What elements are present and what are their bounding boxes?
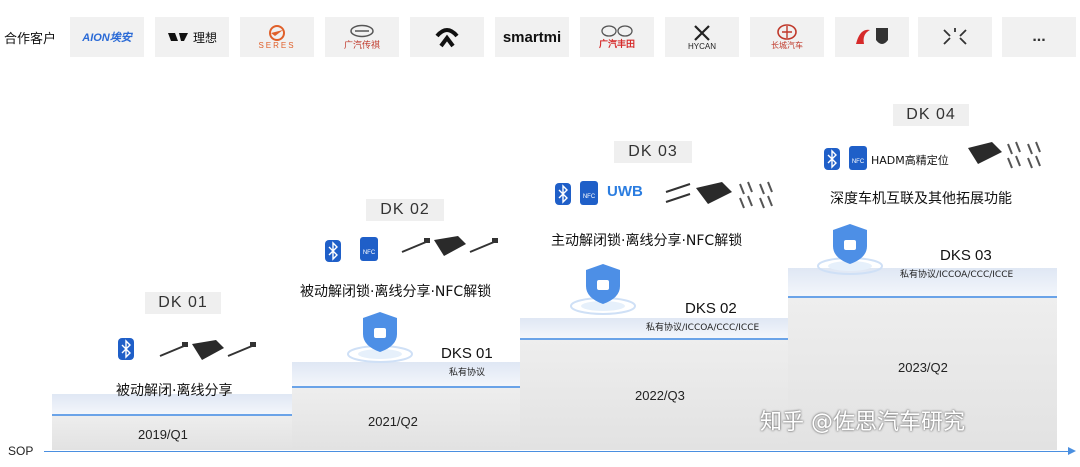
logo-greatwall: 长城汽车	[750, 17, 824, 57]
stage-2-dks: DKS 01	[441, 345, 493, 362]
stage-4-dk-label: DK 04	[893, 104, 969, 126]
stage-3-dk-label: DK 03	[614, 141, 692, 163]
logo-smartmi: smartmi	[495, 17, 569, 57]
stage-2-date: 2021/Q2	[368, 414, 418, 429]
stage-1-date: 2019/Q1	[138, 427, 188, 442]
step-2-top	[292, 362, 520, 386]
nfc-icon: NFC	[849, 146, 867, 170]
stage-3-date: 2022/Q3	[635, 388, 685, 403]
logo-nio	[410, 17, 484, 57]
bluetooth-icon	[824, 148, 840, 170]
uwb-logo-icon: UWB	[607, 183, 643, 200]
gac-toyota-mark-icon	[601, 24, 633, 37]
logo-more-text: ...	[1032, 28, 1046, 45]
logo-hycan: HYCAN	[665, 17, 739, 57]
customers-label: 合作客户	[4, 32, 57, 47]
stage-2-dk-label: DK 02	[366, 199, 444, 221]
logo-hongqi	[835, 17, 909, 57]
seres-mark-icon	[269, 24, 285, 41]
shield-key-icon	[570, 264, 636, 315]
stage-1-dk-label: DK 01	[145, 292, 221, 314]
stage-3-feature: 主动解闭锁·离线分享·NFC解锁	[551, 233, 743, 249]
stage-3-dks: DKS 02	[685, 300, 737, 317]
greatwall-mark-icon	[777, 23, 797, 40]
sop-label: SOP	[8, 444, 34, 458]
stage-3-dks-sub: 私有协议/ICCOA/CCC/ICCE	[646, 323, 760, 333]
stage-4-dks: DKS 03	[940, 247, 992, 264]
stage-1-feature: 被动解闭·离线分享	[116, 383, 233, 399]
nfc-icon: NFC	[580, 181, 598, 205]
hycan-mark-icon	[694, 24, 710, 41]
logo-more: ...	[1002, 17, 1076, 57]
car-key-device-icon	[159, 340, 256, 360]
nio-mark-icon	[435, 28, 459, 48]
step-4-edge	[788, 296, 1057, 298]
car-key-device-icon	[968, 141, 1041, 169]
logo-aion-text: AION埃安	[82, 32, 132, 44]
bluetooth-icon	[325, 240, 341, 262]
xpeng-mark-icon	[943, 28, 967, 45]
timeline-arrow-icon	[1068, 447, 1076, 455]
logo-seres: SERES	[240, 17, 314, 57]
step-3-top	[520, 318, 788, 338]
logo-aion: AION埃安	[70, 17, 144, 57]
step-4	[788, 296, 1057, 450]
car-key-device-icon	[401, 236, 498, 256]
logo-smartmi-text: smartmi	[502, 28, 562, 46]
logo-hycan-text: HYCAN	[687, 41, 716, 51]
step-1-top	[52, 394, 292, 414]
stage-4-dks-sub: 私有协议/ICCOA/CCC/ICCE	[900, 270, 1014, 280]
stage-2-feature: 被动解闭锁·离线分享·NFC解锁	[300, 284, 492, 300]
timeline-axis	[44, 451, 1074, 452]
step-3-edge	[520, 338, 788, 340]
logo-xpeng	[918, 17, 992, 57]
step-1-edge	[52, 414, 292, 416]
logo-trumpchi: 广汽传祺	[325, 17, 399, 57]
stage-4-date: 2023/Q2	[898, 360, 948, 375]
nfc-icon: NFC	[360, 237, 378, 261]
stage-2-dks-sub: 私有协议	[449, 368, 486, 378]
logo-trumpchi-text: 广汽传祺	[343, 39, 380, 50]
hongqi-mark-icon	[856, 28, 888, 44]
logo-greatwall-text: 长城汽车	[771, 40, 803, 50]
hadm-label: HADM高精定位	[871, 154, 949, 167]
bluetooth-icon	[118, 338, 134, 360]
logo-lixiang: 理想	[155, 17, 229, 57]
step-2-edge	[292, 386, 520, 388]
logo-gac-toyota-text: 广汽丰田	[598, 38, 635, 49]
logo-lixiang-text: 理想	[192, 30, 217, 45]
watermark: 知乎 @佐思汽车研究	[760, 410, 965, 435]
trumpchi-mark-icon	[350, 24, 374, 37]
car-key-device-icon	[665, 181, 773, 209]
stage-4-feature: 深度车机互联及其他拓展功能	[830, 191, 1012, 207]
bluetooth-icon	[555, 183, 571, 205]
shield-key-icon	[347, 312, 413, 363]
logo-seres-text: SERES	[258, 40, 296, 50]
lixiang-mark-icon	[167, 33, 188, 41]
logo-gac-toyota: 广汽丰田	[580, 17, 654, 57]
shield-key-icon	[817, 224, 883, 275]
